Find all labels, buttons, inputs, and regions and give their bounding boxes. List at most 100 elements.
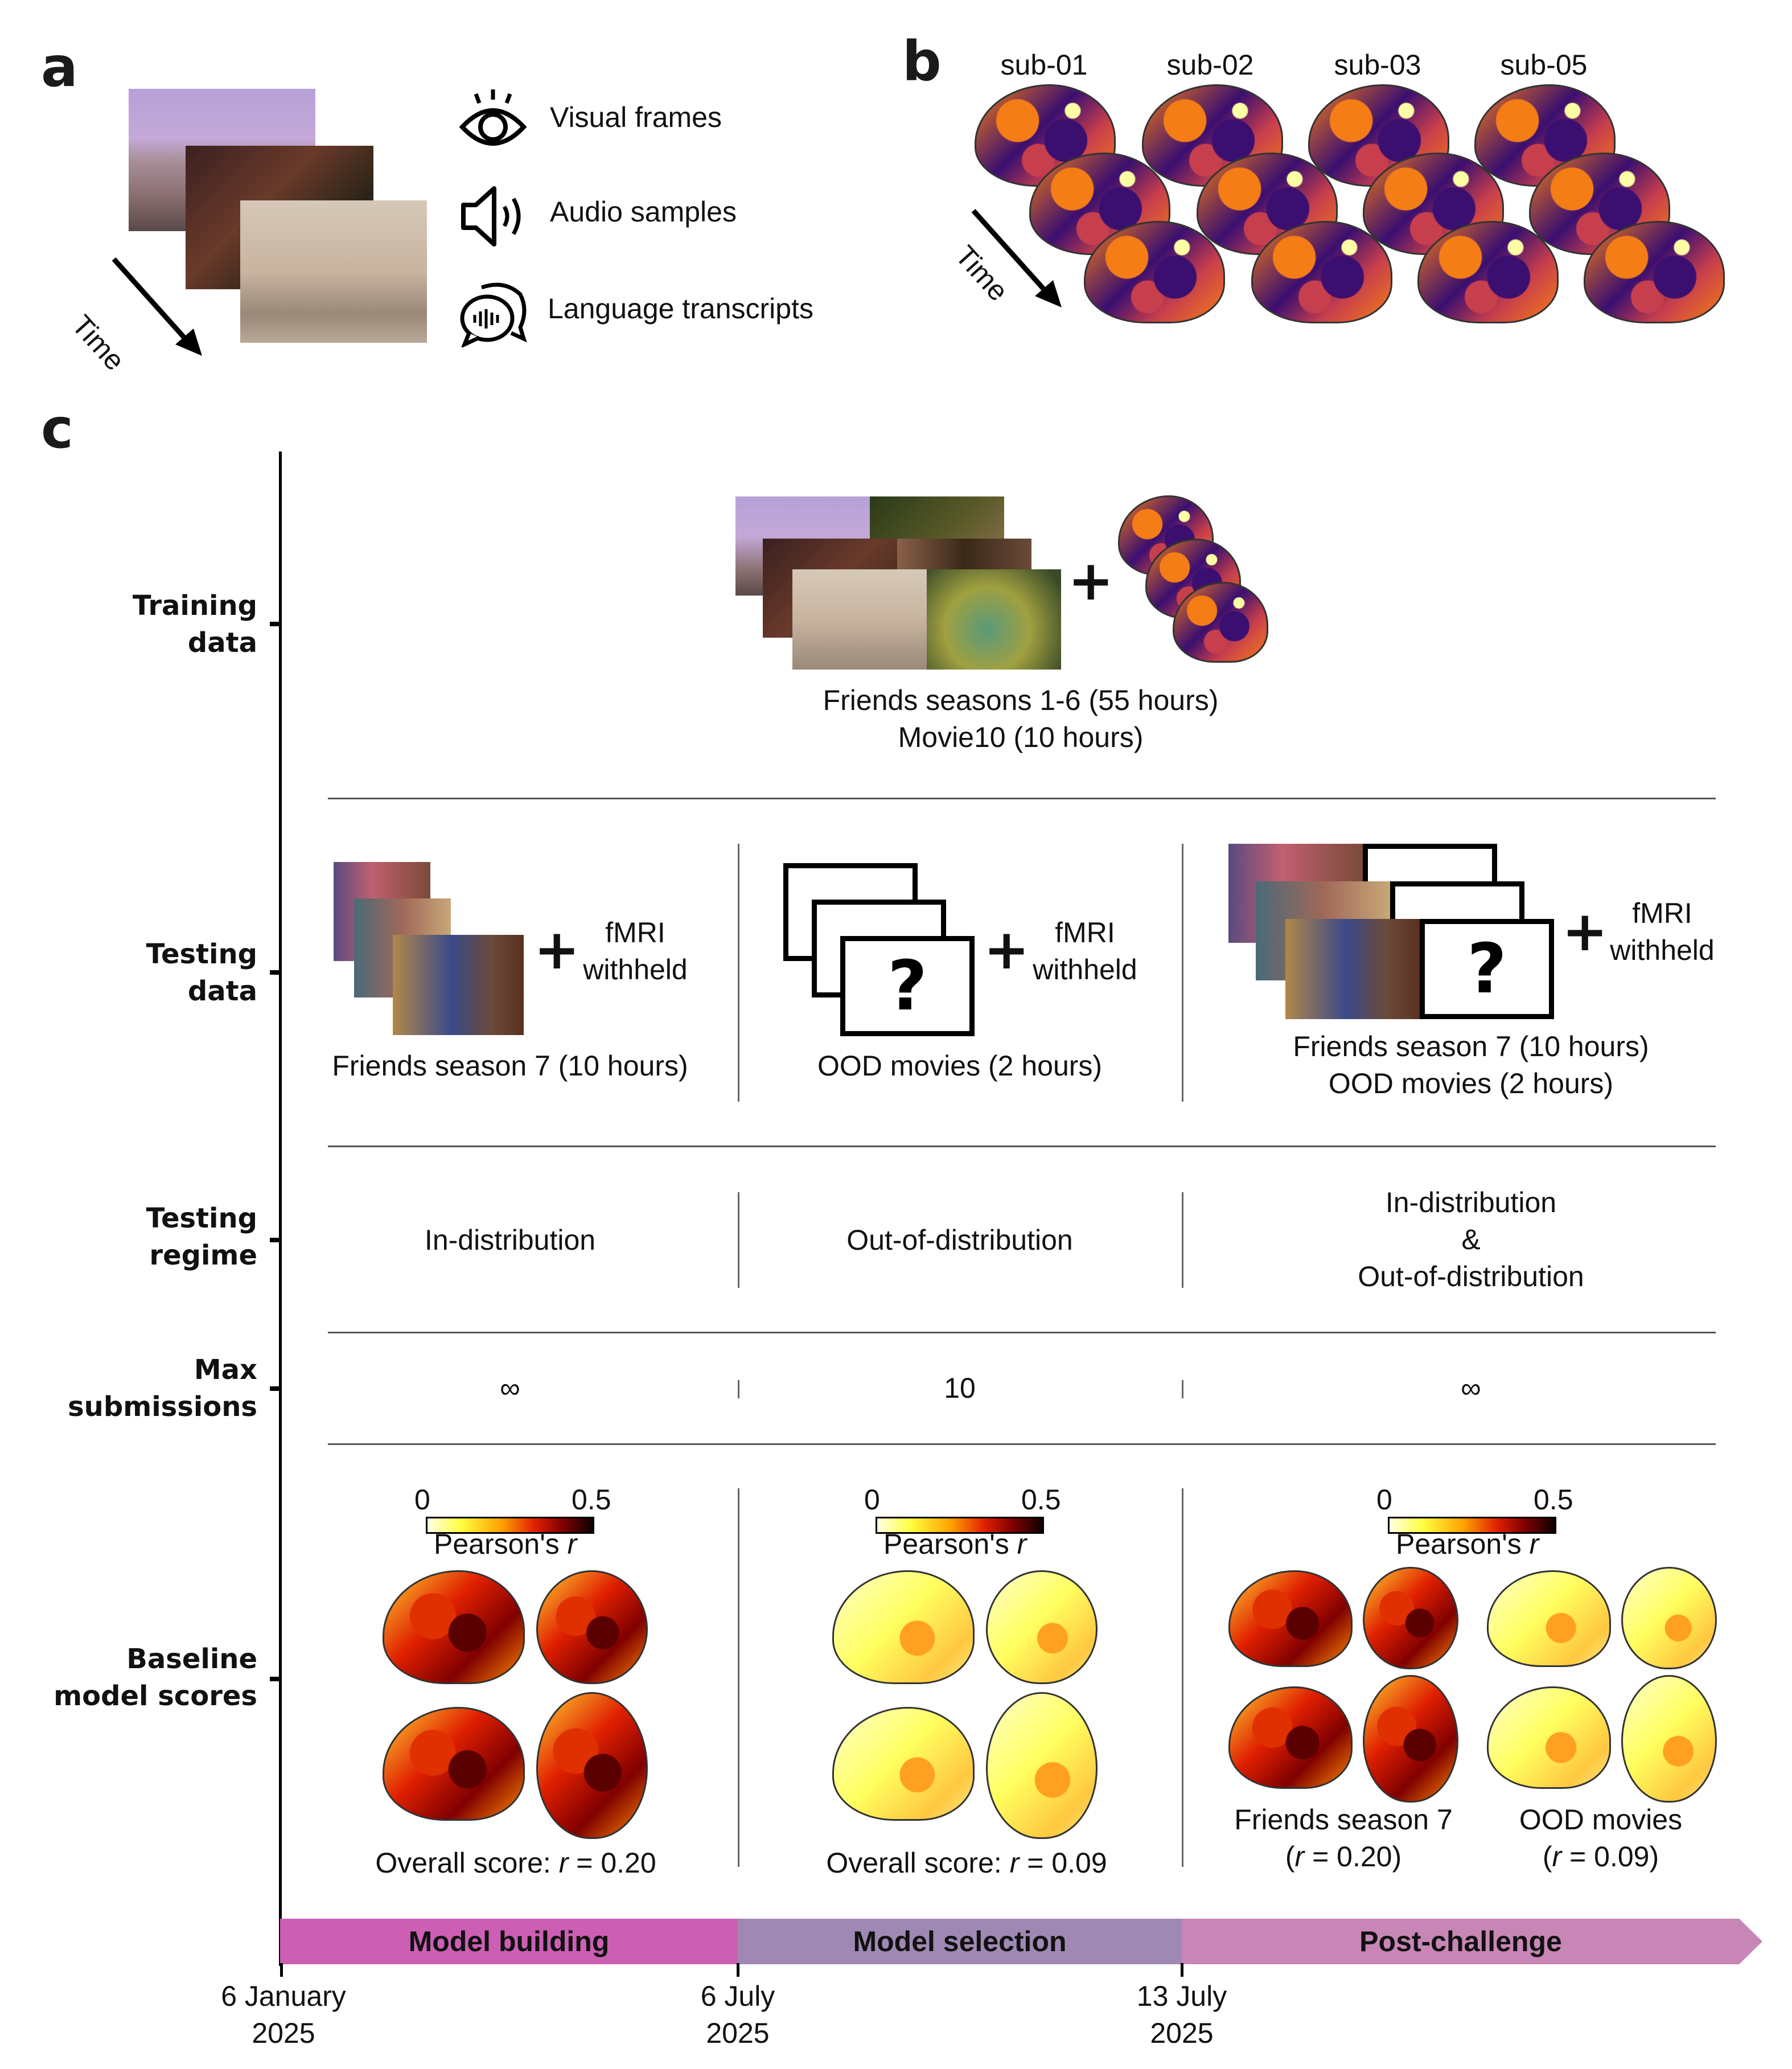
column-divider <box>1182 1380 1183 1398</box>
regime-label: In-distribution & Out-of-distribution <box>1358 1187 1584 1292</box>
max-submissions-value: ∞ <box>1461 1372 1481 1404</box>
plus-icon: + <box>1562 900 1608 963</box>
brain-activity-map <box>1084 221 1225 323</box>
column-divider <box>738 1380 739 1398</box>
unknown-movie-card: ? <box>1420 919 1554 1019</box>
row-divider <box>328 798 1716 799</box>
fmri-withheld-label: fMRI withheld <box>1610 897 1715 966</box>
brain-activity-map <box>1584 221 1725 323</box>
score-caption-friends: Friends season 7 (r = 0.20) <box>1234 1804 1453 1873</box>
glass-brain-lateral <box>1228 1686 1353 1789</box>
column-divider <box>738 844 739 1102</box>
colorbar-max: 0.5 <box>1534 1484 1573 1516</box>
colorbar-label: Pearson's r <box>434 1528 577 1560</box>
overall-score-caption: Overall score: r = 0.09 <box>826 1847 1107 1879</box>
colorbar-min: 0 <box>414 1484 430 1516</box>
training-caption: Friends seasons 1-6 (55 hours) Movie10 (… <box>823 684 1219 753</box>
row-label-testing-regime: Testing regime <box>146 1202 257 1271</box>
glass-brain-lateral <box>1487 1686 1611 1789</box>
speech-bubbles-icon <box>460 282 527 347</box>
glass-brain-lateral <box>383 1707 525 1821</box>
subject-label: sub-05 <box>1500 49 1588 81</box>
subject-label: sub-02 <box>1166 49 1254 81</box>
plus-icon: + <box>1068 549 1114 613</box>
column-divider <box>1182 1192 1183 1288</box>
phase-post-challenge: Post-challenge <box>1182 1919 1762 1964</box>
colorbar-label: Pearson's r <box>1396 1528 1539 1560</box>
glass-brain-posterior <box>1363 1567 1458 1669</box>
glass-brain-lateral <box>383 1570 525 1684</box>
axis-tick <box>270 1677 280 1681</box>
training-frame-apartment <box>792 569 927 670</box>
row-label-testing-data: Testing data <box>146 938 257 1007</box>
glass-brain-axial <box>1621 1675 1717 1803</box>
overall-score-caption: Overall score: r = 0.20 <box>375 1847 656 1879</box>
column-divider <box>738 1488 739 1867</box>
row-label-baseline: Baseline model scores <box>54 1643 257 1712</box>
colorbar-max: 0.5 <box>1021 1484 1061 1516</box>
colorbar-gradient <box>876 1517 1044 1534</box>
axis-tick <box>270 1386 280 1391</box>
colorbar-max: 0.5 <box>572 1484 611 1516</box>
panel-label-a: a <box>41 35 78 99</box>
date-tick <box>737 1963 739 1977</box>
time-arrow-icon <box>112 257 202 356</box>
glass-brain-posterior <box>1621 1567 1717 1669</box>
modality-label-visual: Visual frames <box>550 101 722 133</box>
glass-brain-axial <box>986 1692 1098 1839</box>
fmri-withheld-label: fMRI withheld <box>1033 917 1137 986</box>
timeline-axis <box>279 451 282 1966</box>
row-divider <box>328 1443 1716 1445</box>
max-submissions-value: 10 <box>944 1372 976 1404</box>
glass-brain-lateral <box>1228 1570 1353 1667</box>
glass-brain-axial <box>1363 1675 1458 1803</box>
column-divider <box>1182 844 1183 1102</box>
video-frame-apartment <box>240 200 427 343</box>
colorbar-gradient <box>1388 1517 1556 1534</box>
colorbar-min: 0 <box>1376 1484 1392 1516</box>
plus-icon: + <box>984 918 1030 982</box>
brain-activity-map <box>1251 221 1392 323</box>
score-caption-ood: OOD movies (r = 0.09) <box>1519 1804 1683 1873</box>
regime-label: Out-of-distribution <box>846 1224 1073 1256</box>
subject-label: sub-01 <box>1000 49 1088 81</box>
brain-activity-map <box>1417 221 1559 323</box>
testing-caption: Friends season 7 (10 hours) <box>332 1050 688 1082</box>
glass-brain-lateral <box>832 1570 975 1684</box>
axis-tick <box>270 622 280 626</box>
unknown-movie-card: ? <box>840 936 975 1036</box>
row-divider <box>328 1146 1716 1147</box>
speaker-icon <box>461 186 521 247</box>
date-tick <box>1181 1963 1183 1977</box>
subject-label: sub-03 <box>1334 49 1421 81</box>
max-submissions-value: ∞ <box>500 1372 520 1404</box>
modality-label-audio: Audio samples <box>550 196 737 228</box>
training-frame-mantis <box>927 569 1061 670</box>
test-frame-friends-3 <box>393 935 524 1035</box>
glass-brain-posterior <box>536 1570 648 1684</box>
colorbar-gradient <box>426 1517 594 1534</box>
colorbar-label: Pearson's r <box>883 1528 1027 1560</box>
plus-icon: + <box>534 918 580 982</box>
row-divider <box>328 1332 1716 1333</box>
regime-label: In-distribution <box>424 1224 596 1256</box>
glass-brain-posterior <box>986 1570 1098 1684</box>
glass-brain-axial <box>536 1692 648 1839</box>
testing-caption: Friends season 7 (10 hours) OOD movies (… <box>1293 1031 1649 1099</box>
panel-label-c: c <box>41 397 73 461</box>
colorbar-min: 0 <box>864 1484 880 1516</box>
modality-label-language: Language transcripts <box>548 293 813 325</box>
testing-caption: OOD movies (2 hours) <box>817 1050 1103 1082</box>
panel-label-b: b <box>902 30 942 93</box>
brain-activity-map <box>1173 582 1268 663</box>
phase-model-selection: Model selection <box>738 1919 1182 1964</box>
time-arrow-icon <box>971 208 1062 307</box>
glass-brain-lateral <box>832 1707 975 1821</box>
axis-tick <box>270 1238 280 1242</box>
date-tick <box>280 1963 283 1977</box>
column-divider <box>738 1192 739 1288</box>
eye-icon <box>459 89 527 146</box>
